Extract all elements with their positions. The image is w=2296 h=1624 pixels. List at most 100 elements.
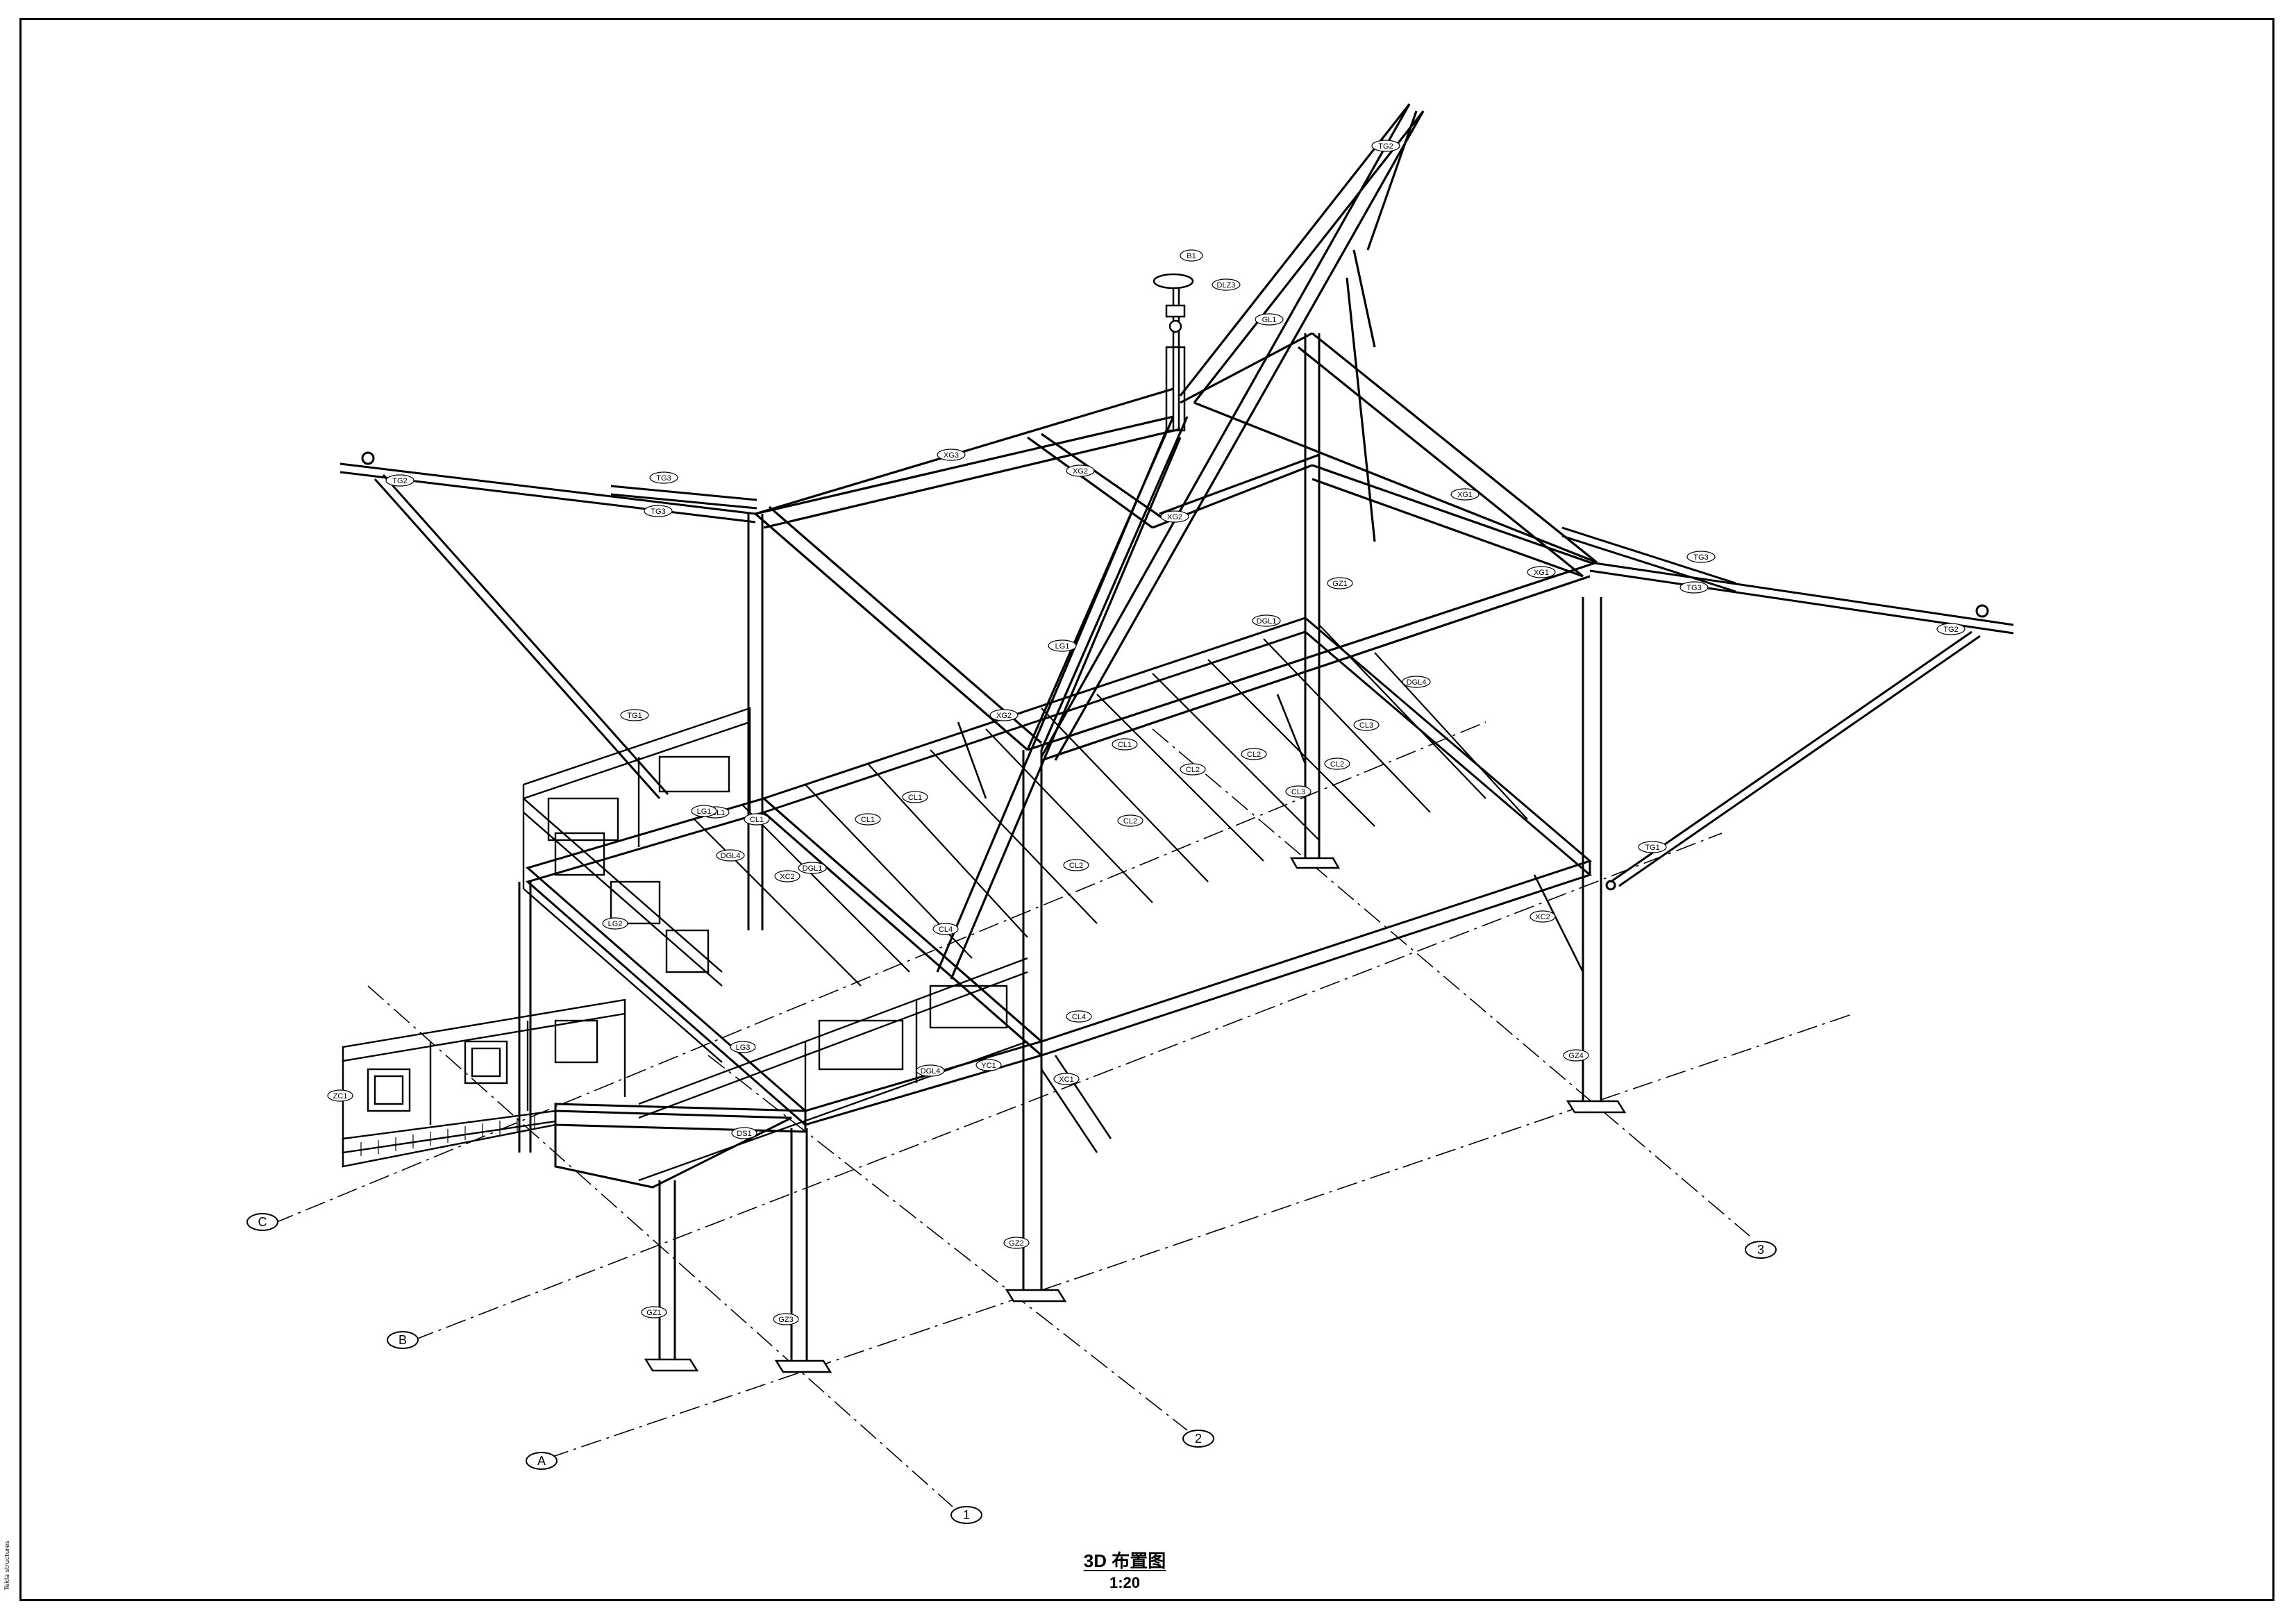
svg-text:CL1: CL1: [1118, 741, 1132, 749]
svg-text:DGL1: DGL1: [803, 864, 823, 873]
grid-bubble-c: C: [246, 1213, 278, 1231]
svg-text:DGL4: DGL4: [1407, 678, 1427, 687]
base-plates: [644, 857, 1627, 1373]
svg-text:A: A: [537, 1454, 546, 1468]
svg-text:XC2: XC2: [1535, 913, 1550, 921]
svg-text:TG3: TG3: [1686, 584, 1701, 592]
tag-dlz3: DLZ3: [1212, 278, 1241, 291]
roof-frame: [754, 103, 1598, 980]
svg-text:GZ1: GZ1: [1332, 580, 1347, 588]
svg-text:XG3: XG3: [944, 451, 959, 460]
tag-left-tg3b: TG3: [644, 505, 673, 517]
svg-text:XG1: XG1: [1457, 491, 1473, 499]
svg-text:CL4: CL4: [939, 926, 953, 934]
grid-bubble-3: 3: [1745, 1241, 1777, 1259]
tag-ridge-tg2: TG2: [1371, 140, 1400, 152]
svg-text:CL4: CL4: [1072, 1013, 1086, 1021]
tag-col-2: GZ2: [1003, 1237, 1030, 1249]
tag-deck-7: CL2: [1324, 757, 1350, 770]
tag-col-4: GZ4: [1563, 1049, 1589, 1062]
svg-text:2: 2: [1195, 1432, 1202, 1446]
svg-text:B1: B1: [1187, 252, 1196, 260]
tag-right-tg2: TG2: [1936, 623, 1966, 635]
tag-brace-3: XC2: [774, 870, 801, 882]
tag-b1: B1: [1180, 249, 1203, 262]
tag-brace-4: YC1: [975, 1059, 1002, 1071]
tag-brace-2: XC2: [1530, 910, 1556, 923]
braces: [957, 694, 1584, 1153]
tag-ridge-xg1: XG1: [1450, 488, 1480, 501]
tag-ridge-gl1: GL1: [1255, 313, 1284, 326]
tag-ridge-xg2b: XG2: [1160, 510, 1189, 523]
svg-text:GZ1: GZ1: [646, 1309, 661, 1317]
tag-col-3: GZ3: [773, 1313, 799, 1325]
tag-left-tg1: TG1: [620, 709, 649, 721]
svg-text:TG2: TG2: [1378, 142, 1393, 151]
svg-text:CL3: CL3: [1359, 721, 1373, 730]
svg-text:ZC1: ZC1: [333, 1092, 348, 1100]
tag-left-tg2: TG2: [385, 474, 414, 487]
svg-text:LG1: LG1: [1055, 642, 1070, 651]
svg-text:DGL4: DGL4: [921, 1067, 941, 1075]
svg-text:GZ4: GZ4: [1568, 1052, 1583, 1060]
svg-text:CL2: CL2: [1123, 817, 1137, 826]
tag-deck-14: CL4: [932, 923, 959, 935]
tag-right-tg1: TG1: [1638, 841, 1667, 853]
tag-deck-1: CL1: [855, 813, 881, 826]
tag-roof-dgl1a: DGL1: [1252, 614, 1281, 627]
ramp-hatching: [360, 1115, 535, 1156]
tag-rail-1: LG1: [691, 805, 717, 817]
svg-text:XG1: XG1: [1534, 569, 1549, 577]
svg-text:DGL1: DGL1: [1257, 617, 1277, 626]
svg-text:DS1: DS1: [737, 1130, 751, 1138]
svg-text:CL1: CL1: [750, 816, 764, 824]
svg-text:TG1: TG1: [1645, 844, 1659, 852]
svg-text:DLZ3: DLZ3: [1217, 281, 1236, 290]
tag-ridge-xg2: XG2: [1066, 464, 1095, 477]
left-arm: [340, 451, 757, 799]
svg-text:CL2: CL2: [1069, 862, 1083, 870]
side-note: Tekla structures: [4, 1540, 11, 1590]
deck-frame: [525, 617, 1593, 1189]
tag-col-6: ZC1: [327, 1089, 353, 1102]
right-arm: [1561, 526, 2014, 891]
svg-text:XC2: XC2: [780, 873, 794, 881]
tag-deck-12: CL3: [1285, 785, 1312, 798]
drawing-scale: 1:20: [1109, 1574, 1141, 1591]
tag-right-tg3a: TG3: [1686, 551, 1716, 563]
svg-text:XG2: XG2: [1167, 513, 1182, 521]
grid-bubble-2: 2: [1182, 1430, 1214, 1448]
svg-text:TG2: TG2: [1943, 626, 1958, 634]
tag-roof-xg1: XG1: [1527, 566, 1556, 578]
grid-bubble-1: 1: [950, 1506, 982, 1524]
svg-text:TG2: TG2: [392, 477, 407, 485]
tag-left-tg3a: TG3: [649, 471, 678, 484]
svg-text:LG2: LG2: [608, 920, 623, 928]
railings: [342, 707, 1028, 1182]
columns: [518, 333, 1602, 1362]
svg-text:CL3: CL3: [1291, 788, 1305, 796]
svg-text:CL1: CL1: [908, 794, 922, 802]
svg-text:XC1: XC1: [1059, 1075, 1073, 1084]
tag-deck-4: CL2: [1180, 763, 1206, 776]
tag-deck-13: CL3: [1353, 719, 1380, 731]
tag-brace-1: XC1: [1053, 1073, 1080, 1085]
tag-deck-15: CL4: [1066, 1010, 1092, 1023]
tag-deck-9: CL1: [744, 813, 770, 826]
tag-rail-3: LG3: [730, 1041, 756, 1053]
tag-deck-6: CL2: [1241, 748, 1267, 760]
axis-lines: [273, 721, 1854, 1507]
grid-bubble-b: B: [387, 1331, 419, 1349]
tag-roof-dgl4b: DGL4: [916, 1064, 945, 1077]
svg-text:CL2: CL2: [1186, 766, 1200, 774]
deck-joists: [694, 624, 1528, 987]
tag-deck-2: CL1: [902, 791, 928, 803]
tag-roof-dgl4a: DGL4: [1402, 676, 1431, 688]
svg-text:LG1: LG1: [697, 807, 712, 816]
svg-text:TG3: TG3: [656, 474, 671, 483]
title-block: 3D 布置图 1:20: [1055, 1547, 1194, 1592]
svg-text:B: B: [399, 1333, 407, 1347]
tag-col-5: GZ1: [1327, 577, 1353, 589]
tag-deck-5: CL1: [1112, 738, 1138, 751]
